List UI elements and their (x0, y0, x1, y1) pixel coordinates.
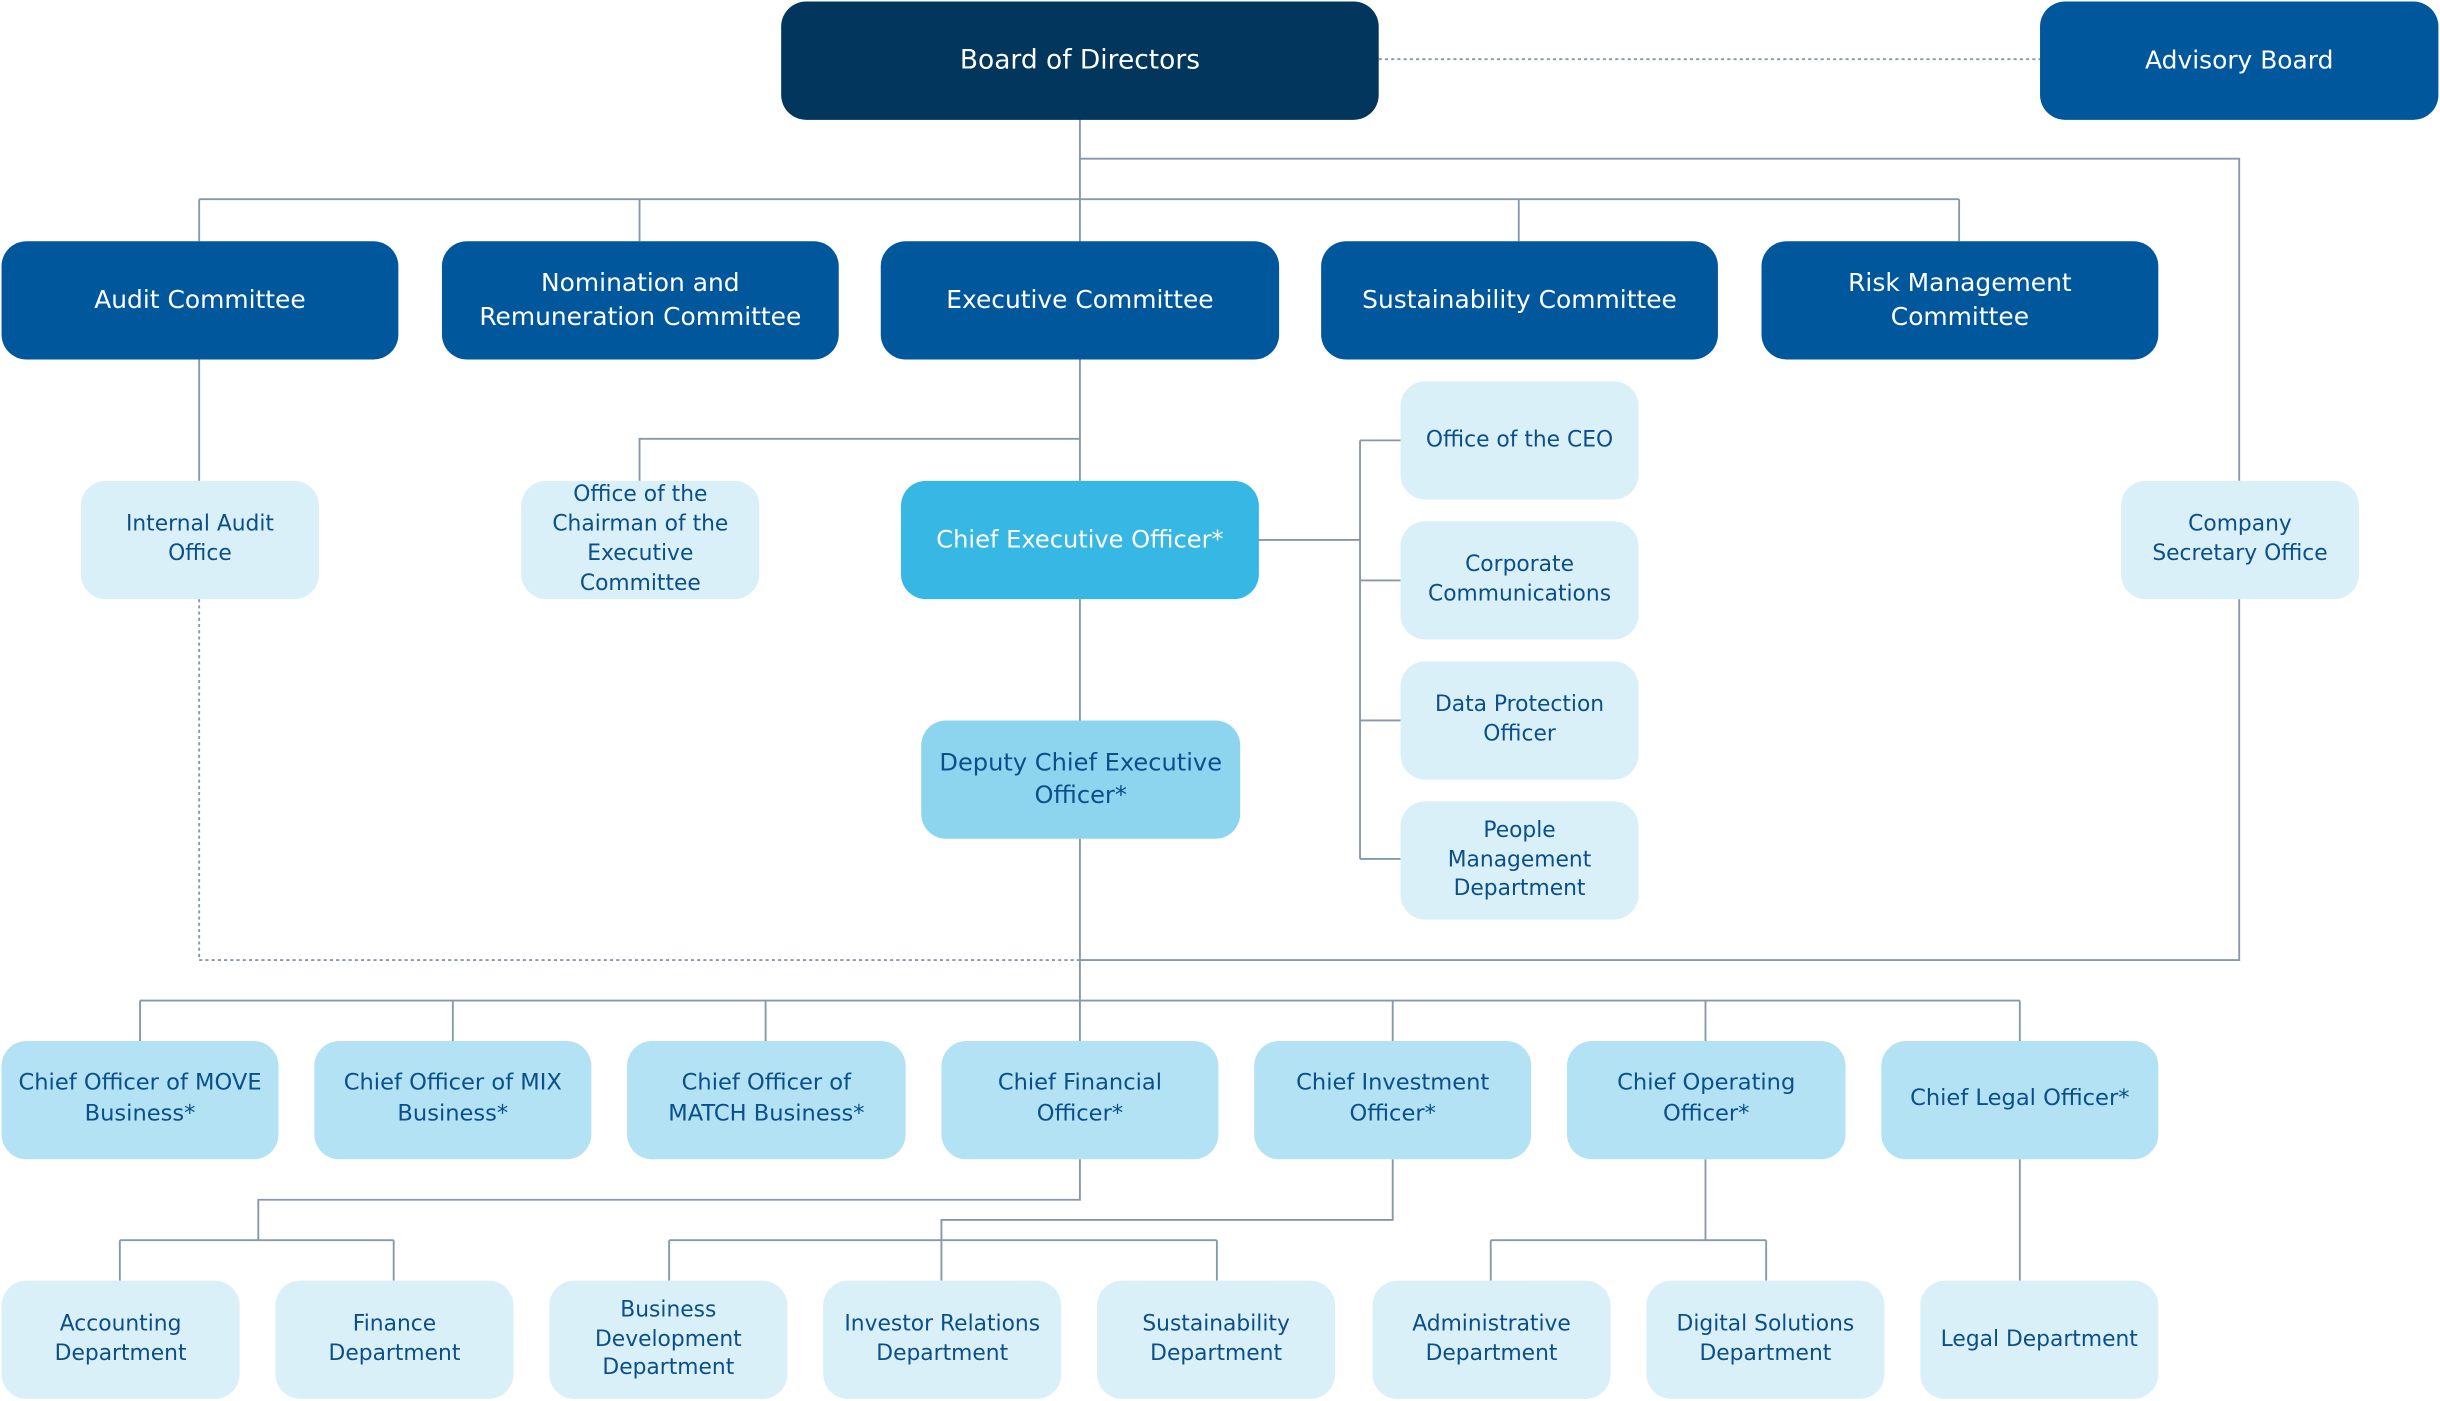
move-business-box: Chief Officer of MOVE Business* (1, 1041, 279, 1160)
nomination-committee-label: Nomination and Remuneration Committee (479, 268, 802, 332)
investor-relations-label: Investor Relations Department (844, 1311, 1041, 1367)
data-protection-label: Data Protection Officer (1434, 692, 1605, 747)
corporate-communications-label: Corporate Communications (1427, 552, 1612, 607)
cfo-label: Chief Financial Officer* (997, 1071, 1162, 1127)
ceo-label: Chief Executive Officer* (936, 525, 1224, 554)
corporate-communications-box: Corporate Communications (1400, 521, 1639, 640)
chairman-office-box: Office of the Chairman of the Executive … (521, 480, 760, 600)
investor-relations-box: Investor Relations Department (823, 1280, 1062, 1399)
risk-committee-label: Risk Management Committee (1848, 268, 2072, 332)
board-of-directors-box: Board of Directors (781, 1, 1379, 120)
advisory-board-box: Advisory Board (2040, 1, 2439, 120)
coo-label: Chief Operating Officer* (1617, 1071, 1796, 1127)
audit-committee-label: Audit Committee (94, 285, 306, 315)
sustainability-department-box: Sustainability Department (1097, 1280, 1336, 1399)
administrative-department-box: Administrative Department (1372, 1280, 1611, 1399)
clo-box: Chief Legal Officer* (1881, 1041, 2159, 1160)
people-management-box: People Management Department (1400, 801, 1639, 920)
accounting-department-label: Accounting Department (54, 1311, 187, 1367)
internal-audit-office-label: Internal Audit Office (125, 512, 274, 567)
move-business-label: Chief Officer of MOVE Business* (18, 1071, 262, 1127)
ceo-office-box: Office of the CEO (1400, 381, 1639, 500)
secretary-link (1079, 157, 2241, 481)
deputy-ceo-label: Deputy Chief Executive Officer* (939, 748, 1223, 810)
data-protection-box: Data Protection Officer (1400, 661, 1639, 780)
finance-department-label: Finance Department (328, 1311, 461, 1367)
match-business-label: Chief Officer of MATCH Business* (668, 1071, 865, 1127)
audit-committee-box: Audit Committee (1, 241, 399, 360)
executive-committee-label: Executive Committee (946, 285, 1214, 315)
board-of-directors-label: Board of Directors (959, 44, 1200, 76)
accounting-department-box: Accounting Department (1, 1280, 240, 1399)
secretary-return (1079, 599, 2241, 962)
business-development-label: Business Development Department (595, 1297, 742, 1381)
legal-department-box: Legal Department (1920, 1280, 2159, 1399)
internal-audit-office-box: Internal Audit Office (80, 480, 320, 600)
cfo-box: Chief Financial Officer* (941, 1041, 1219, 1160)
business-development-box: Business Development Department (549, 1280, 788, 1399)
ceo-box: Chief Executive Officer* (900, 480, 1259, 600)
administrative-department-label: Administrative Department (1412, 1311, 1571, 1367)
cio-label: Chief Investment Officer* (1296, 1071, 1490, 1127)
cio-box: Chief Investment Officer* (1254, 1041, 1532, 1160)
company-secretary-label: Company Secretary Office (2152, 512, 2328, 567)
sustainability-committee-label: Sustainability Committee (1362, 285, 1677, 315)
digital-solutions-label: Digital Solutions Department (1676, 1311, 1855, 1367)
advisory-board-label: Advisory Board (2145, 45, 2334, 76)
sustainability-department-label: Sustainability Department (1142, 1311, 1290, 1367)
executive-committee-box: Executive Committee (880, 241, 1280, 360)
nomination-committee-box: Nomination and Remuneration Committee (441, 241, 839, 360)
finance-department-box: Finance Department (275, 1280, 514, 1399)
people-management-label: People Management Department (1447, 817, 1592, 902)
legal-department-label: Legal Department (1940, 1326, 2138, 1352)
sustainability-committee-box: Sustainability Committee (1321, 241, 1718, 360)
chairman-office-label: Office of the Chairman of the Executive … (552, 482, 729, 596)
risk-committee-box: Risk Management Committee (1761, 241, 2159, 360)
match-business-box: Chief Officer of MATCH Business* (627, 1041, 906, 1160)
internal-audit-dotted (198, 599, 1080, 962)
digital-solutions-box: Digital Solutions Department (1646, 1280, 1885, 1399)
mix-business-label: Chief Officer of MIX Business* (343, 1071, 562, 1127)
clo-label: Chief Legal Officer* (1910, 1086, 2130, 1112)
coo-box: Chief Operating Officer* (1566, 1041, 1846, 1160)
deputy-ceo-box: Deputy Chief Executive Officer* (921, 720, 1241, 839)
company-secretary-box: Company Secretary Office (2120, 480, 2360, 600)
mix-business-box: Chief Officer of MIX Business* (314, 1041, 592, 1160)
ceo-office-label: Office of the CEO (1425, 427, 1614, 453)
